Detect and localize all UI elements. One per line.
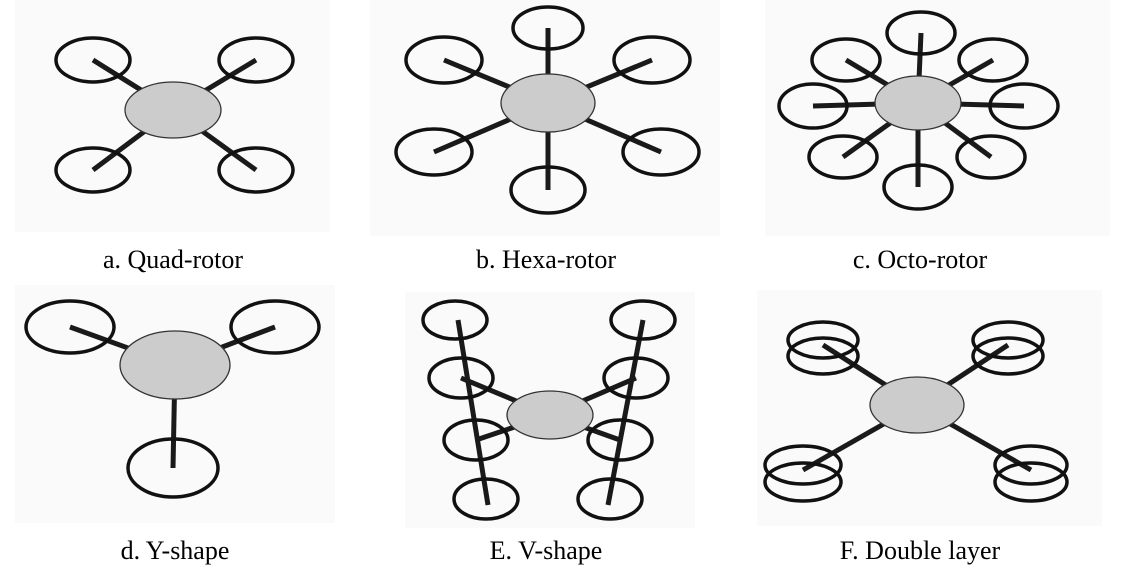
central-hub [124,81,222,139]
rotor [882,163,954,211]
rotor [54,146,132,194]
rotor [621,127,701,177]
rotor [955,134,1027,180]
rotor-frame-bar [455,319,491,506]
central-hub [874,75,962,131]
rotor [229,299,321,355]
rotor [394,127,474,177]
rotor [511,5,585,51]
central-hub [869,376,965,434]
rotor [217,146,295,194]
panel-hexa-rotor [370,0,720,236]
rotor [404,35,484,85]
rotor [602,356,670,400]
central-hub [500,73,596,133]
panel-y-shape [15,285,335,523]
rotor [509,165,587,215]
rotor [24,299,116,355]
rotor [217,36,295,84]
panel-double-layer [757,290,1102,526]
double-rotor [971,320,1045,376]
rotor [988,82,1060,130]
rotor [427,356,495,400]
rotor [126,437,220,499]
caption-octo-rotor: c. Octo-rotor [852,245,988,274]
rotor [586,418,654,462]
double-rotor [993,444,1069,503]
rotor [442,418,510,462]
rotor [612,35,692,85]
panel-quad-rotor [15,0,330,232]
double-rotor [786,320,860,376]
rotor [810,37,882,83]
caption-v-shape: E. V-shape [489,536,603,565]
rotor [421,299,489,341]
central-hub [119,330,231,400]
rotor [452,477,520,521]
double-rotor [763,444,843,503]
rotor-frame-bar [605,319,646,506]
central-hub [506,390,594,440]
rotor [807,134,879,180]
caption-double-layer: F. Double layer [839,536,1001,565]
caption-y-shape: d. Y-shape [120,536,230,565]
rotor [777,82,849,130]
panel-octo-rotor [765,0,1110,236]
caption-quad-rotor: a. Quad-rotor [102,245,244,274]
caption-hexa-rotor: b. Hexa-rotor [475,245,617,274]
panel-v-shape [405,292,695,528]
rotor [609,299,677,341]
rotor [957,37,1029,83]
rotor [885,10,957,56]
rotor [576,477,644,521]
rotor [54,36,132,84]
